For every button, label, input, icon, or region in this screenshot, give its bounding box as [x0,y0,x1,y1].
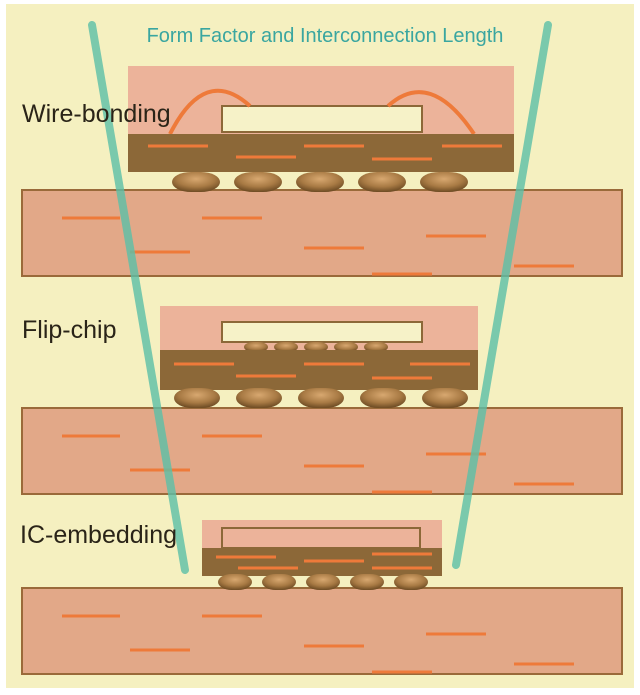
solder-ball [298,388,344,408]
solder-ball [262,574,296,590]
solder-ball [304,342,328,352]
solder-ball [334,342,358,352]
package-flip-chip [160,306,478,408]
solder-ball [420,172,468,192]
die [221,105,423,133]
diagram-title: Form Factor and Interconnection Length [147,25,504,47]
solder-ball [422,388,468,408]
solder-ball [360,388,406,408]
solder-ball [306,574,340,590]
solder-ball [358,172,406,192]
label-ic-embedding: IC-embedding [20,521,177,549]
solder-ball [274,342,298,352]
solder-ball [236,388,282,408]
solder-ball [218,574,252,590]
solder-ball [394,574,428,590]
bond-wire-left [168,88,252,135]
bond-wire-right [386,90,476,136]
funnel-right-line [452,21,552,569]
board-body [21,189,623,277]
package-substrate [160,350,478,390]
solder-ball [364,342,388,352]
solder-ball [296,172,344,192]
package-ic-embedding [202,520,442,590]
funnel-left-line [88,21,189,574]
pcb-board [21,189,623,277]
pcb-boards [21,189,623,675]
board-body [21,407,623,495]
solder-ball [172,172,220,192]
package-substrate [128,134,514,172]
die [221,321,423,343]
label-wire-bonding: Wire-bonding [22,100,171,128]
solder-ball [174,388,220,408]
solder-ball [350,574,384,590]
package-wire-bonding [128,66,514,192]
pcb-board [21,407,623,495]
pcb-board [21,587,623,675]
label-flip-chip: Flip-chip [22,316,116,344]
solder-ball [244,342,268,352]
board-body [21,587,623,675]
packages [128,66,514,590]
mold-compound [202,520,442,550]
solder-ball [234,172,282,192]
